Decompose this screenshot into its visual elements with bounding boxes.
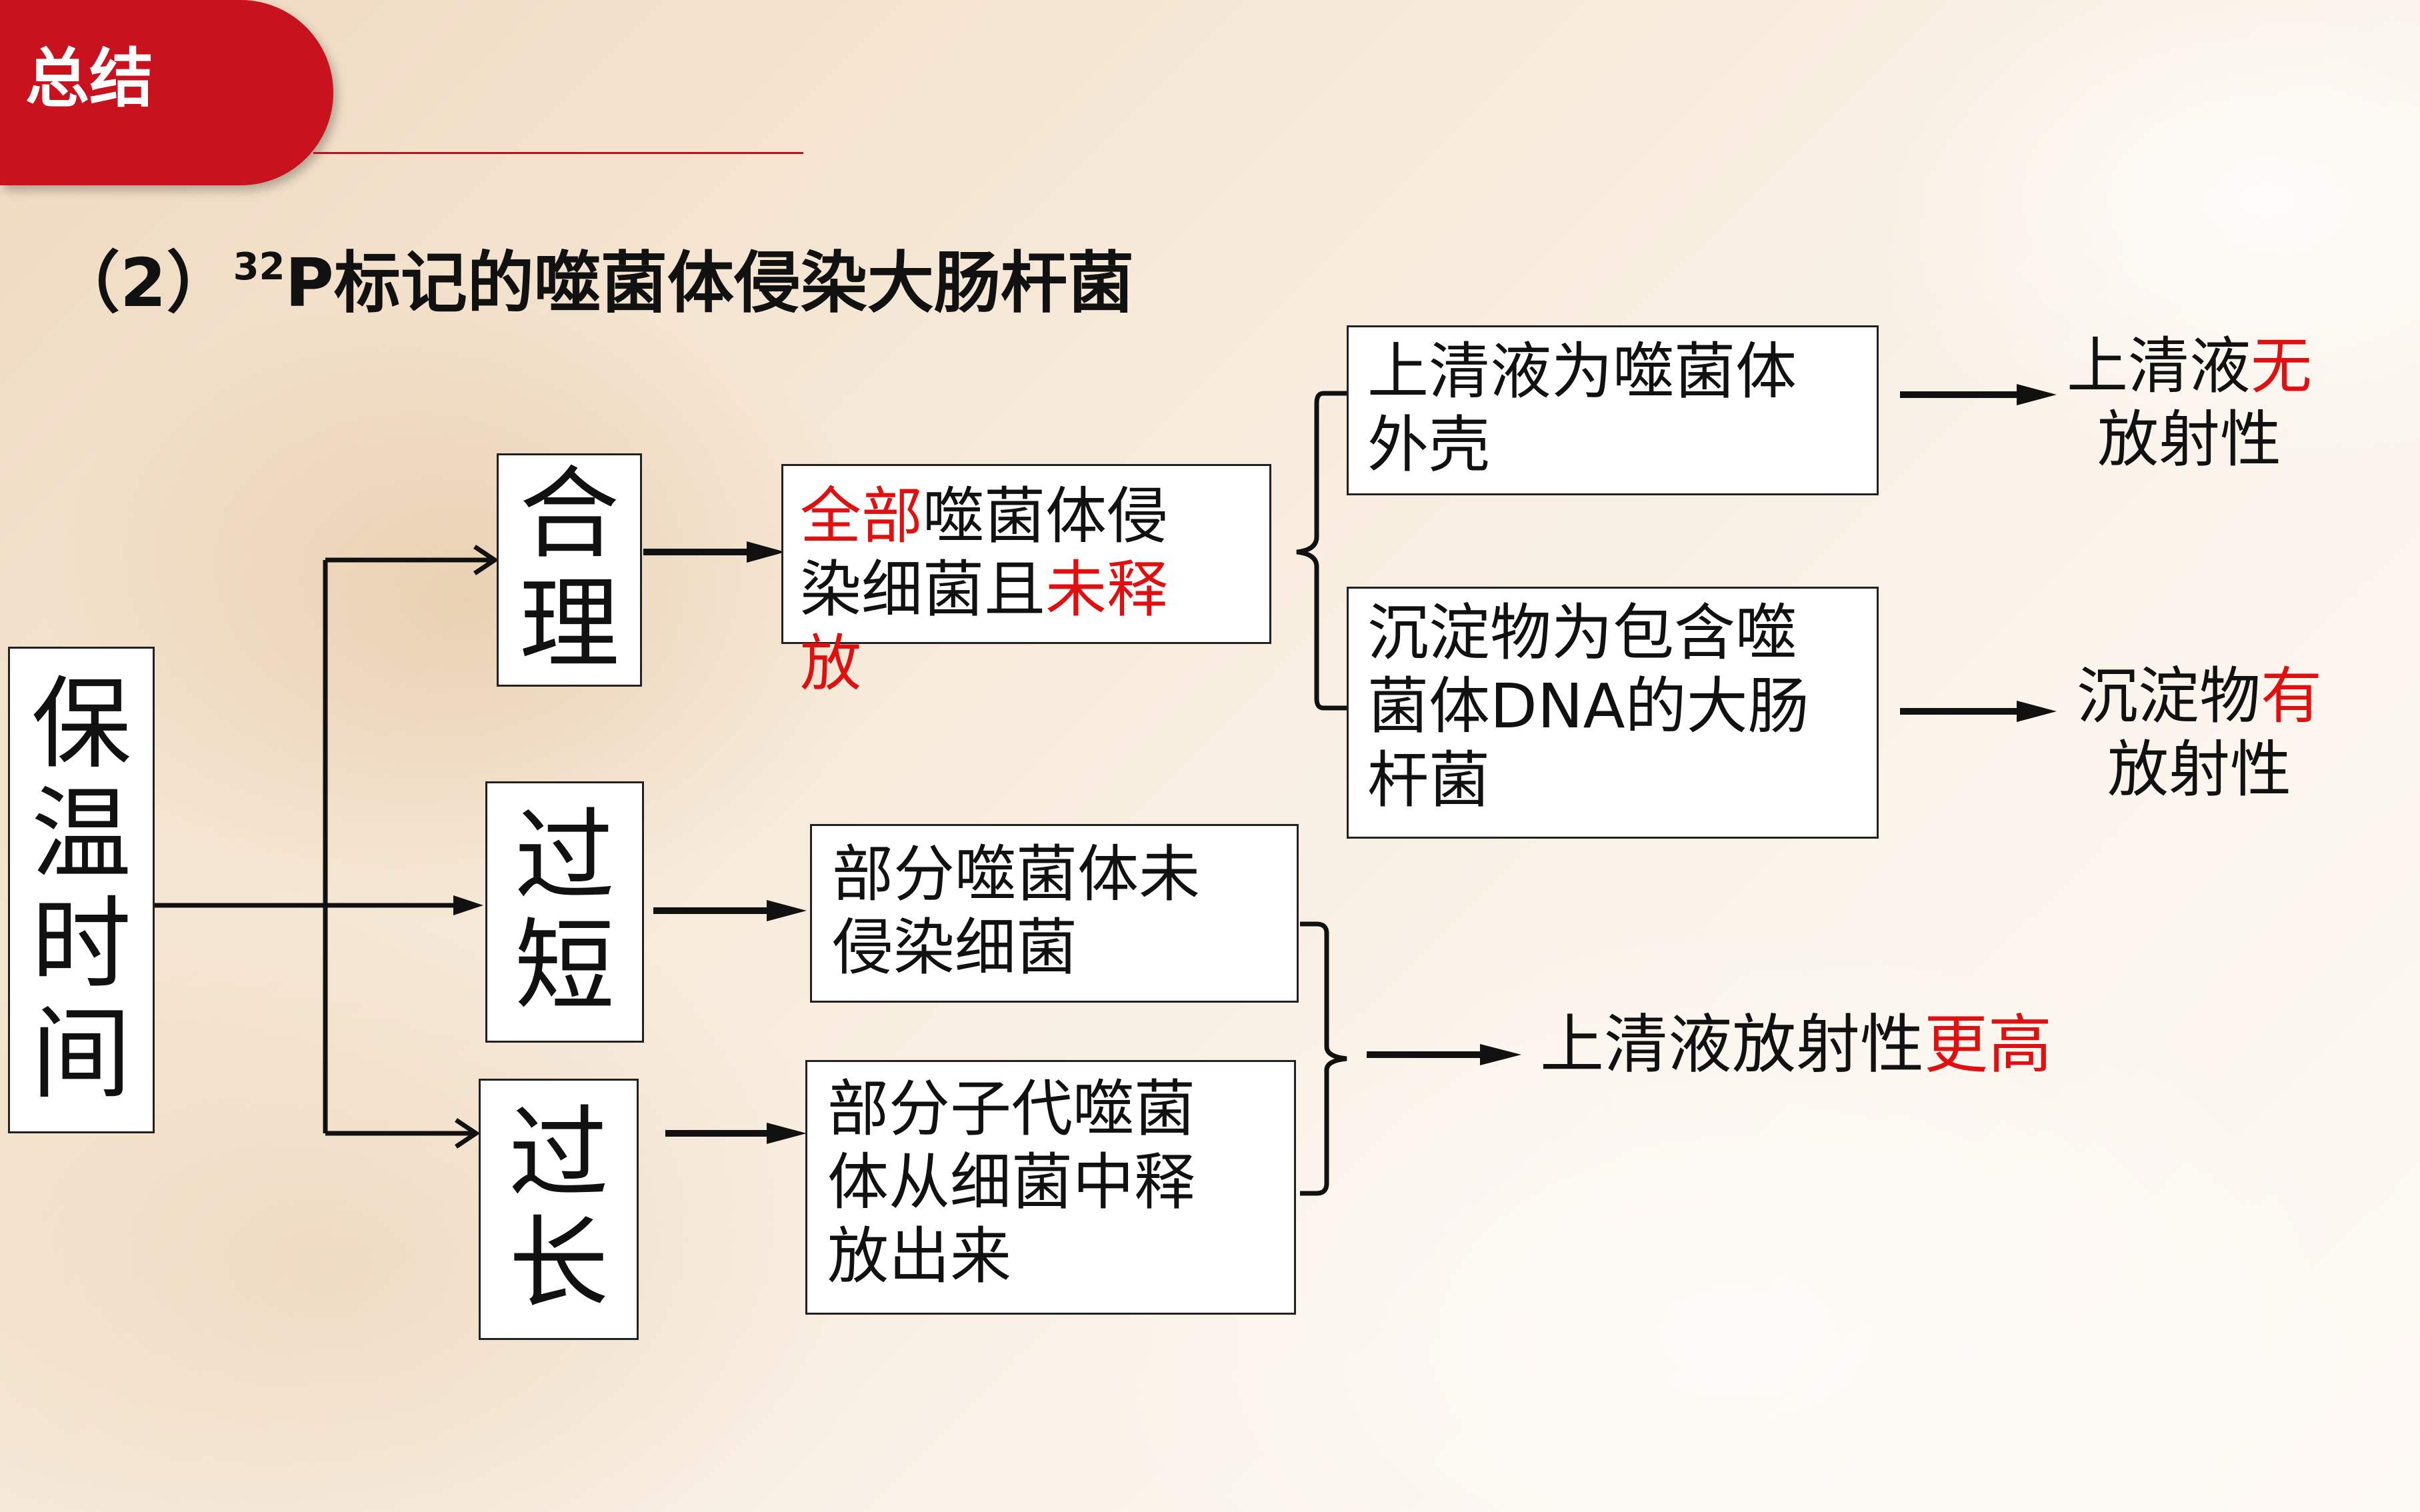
subtitle-prefix: （2） <box>53 244 233 322</box>
sediment-box: 沉淀物为包含噬 菌体DNA的大肠 杆菌 <box>1347 587 1879 839</box>
sediment-line3: 杆菌 <box>1367 744 1491 816</box>
header-rule <box>313 152 803 154</box>
root-char-2: 温 <box>31 777 131 893</box>
arrow-final-result <box>1480 1044 1521 1065</box>
long-desc-line1: 部分子代噬菌 <box>827 1073 1196 1145</box>
supernatant-result-none: 无 <box>2251 331 2313 402</box>
final-result-higher: 更高 <box>1924 1007 2052 1082</box>
long-desc-box: 部分子代噬菌 体从细菌中释 放出来 <box>805 1060 1296 1315</box>
reasonable-desc-not-released: 未释 <box>1045 554 1169 626</box>
sediment-result: 沉淀物有 放射性 <box>2077 660 2322 807</box>
branch-too-long-char-2: 长 <box>508 1206 609 1322</box>
supernatant-result-line2: 放射性 <box>2097 404 2282 476</box>
branch-too-short-char-2: 短 <box>514 909 615 1025</box>
branch-too-short-box: 过 短 <box>485 781 644 1043</box>
arrow-long-desc <box>767 1123 807 1144</box>
arrow-supernatant-result <box>2017 384 2057 405</box>
supernatant-line2: 外壳 <box>1367 409 1491 481</box>
brace-short-long <box>1300 921 1347 1196</box>
branch-too-short-char-1: 过 <box>514 799 615 915</box>
subtitle-superscript: 32 <box>233 245 285 289</box>
short-desc-box: 部分噬菌体未 侵染细菌 <box>810 824 1299 1003</box>
arrowhead-too-long <box>455 1118 481 1149</box>
header-title: 总结 <box>25 41 153 116</box>
root-char-4: 间 <box>31 997 131 1113</box>
branch-reasonable-char-2: 理 <box>519 567 619 683</box>
supernatant-result-label: 上清液 <box>2067 331 2251 402</box>
long-desc-line3: 放出来 <box>827 1220 1012 1292</box>
arrowhead-too-short <box>453 895 483 915</box>
branch-reasonable-char-1: 合 <box>519 457 619 573</box>
supernatant-line1: 上清液为噬菌体 <box>1367 336 1797 407</box>
reasonable-desc-box <box>781 464 1271 644</box>
root-char-1: 保 <box>31 667 131 783</box>
final-result-label: 上清液放射性 <box>1540 1007 1924 1082</box>
sediment-line1: 沉淀物为包含噬 <box>1367 597 1797 669</box>
branch-too-long-box: 过 长 <box>479 1079 639 1340</box>
reasonable-desc-all: 全部 <box>800 481 923 552</box>
sediment-result-label: 沉淀物 <box>2077 661 2261 732</box>
supernatant-result: 上清液无 放射性 <box>2067 330 2312 477</box>
subtitle: （2）32P标记的噬菌体侵染大肠杆菌 <box>53 247 1134 320</box>
branch-too-long-char-1: 过 <box>508 1096 609 1212</box>
reasonable-desc-line1: 噬菌体侵 <box>923 481 1169 552</box>
short-desc-line2: 侵染细菌 <box>832 912 1078 984</box>
arrow-sediment-result <box>2017 701 2057 722</box>
brace-reasonable <box>1296 391 1347 711</box>
branch-reasonable-box: 合 理 <box>497 453 642 687</box>
reasonable-desc-line3: 放 <box>800 627 862 699</box>
reasonable-desc-text: 全部噬菌体侵 染细菌且未释 放 <box>800 480 1168 701</box>
arrow-short-desc <box>767 900 807 921</box>
sediment-result-has: 有 <box>2261 661 2323 732</box>
final-result: 上清液放射性更高 <box>1540 1007 2052 1083</box>
supernatant-box: 上清液为噬菌体 外壳 <box>1347 325 1879 495</box>
subtitle-text: P标记的噬菌体侵染大肠杆菌 <box>285 244 1134 322</box>
arrowhead-reasonable <box>473 545 499 575</box>
arrow-reasonable-desc <box>747 541 785 563</box>
long-desc-line2: 体从细菌中释 <box>827 1147 1196 1219</box>
short-desc-line1: 部分噬菌体未 <box>832 839 1201 910</box>
header-tab <box>0 0 333 185</box>
root-holding-time-box: 保 温 时 间 <box>8 647 155 1133</box>
sediment-result-line2: 放射性 <box>2107 734 2292 806</box>
sediment-line2: 菌体DNA的大肠 <box>1367 671 1809 743</box>
root-char-3: 时 <box>31 887 131 1003</box>
reasonable-desc-line2: 染细菌且 <box>800 554 1046 626</box>
